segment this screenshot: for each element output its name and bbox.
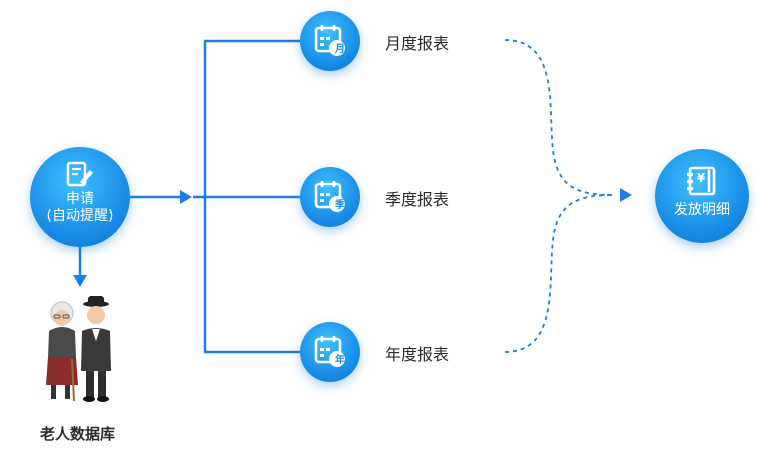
apply-subtitle: (自动提醒) (46, 208, 114, 224)
ledger-icon (687, 166, 716, 196)
currency-symbol: ¥ (696, 171, 706, 185)
yearly-report-label: 年度报表 (385, 345, 450, 364)
yearly-report-node[interactable]: 年 (300, 322, 360, 382)
dashed-curve-yearly (504, 194, 613, 353)
quarterly-report-node[interactable]: 季 (300, 167, 360, 227)
edit-document-icon (66, 161, 93, 187)
monthly-report-node[interactable]: 月 (300, 11, 360, 71)
arrow-head-payout (620, 188, 632, 202)
calendar-badge: 季 (335, 200, 345, 211)
calendar-badge: 月 (335, 44, 345, 55)
monthly-report-label: 月度报表 (385, 34, 450, 53)
calendar-badge: 年 (335, 355, 345, 366)
arrow-head-database (73, 275, 87, 287)
apply-node[interactable]: 申请 (自动提醒) (30, 147, 130, 247)
elderly-couple-icon (46, 296, 111, 402)
dashed-curve-monthly (504, 39, 613, 196)
calendar-icon (314, 25, 345, 56)
payout-label: 发放明细 (674, 202, 730, 218)
elderly-database-label: 老人数据库 (40, 425, 116, 443)
calendar-icon (314, 336, 345, 367)
apply-title: 申请 (66, 191, 94, 207)
quarterly-report-label: 季度报表 (385, 190, 450, 209)
payout-detail-node[interactable]: ¥ 发放明细 (655, 149, 749, 243)
arrow-head-trunk (180, 190, 192, 204)
calendar-icon (314, 181, 345, 212)
